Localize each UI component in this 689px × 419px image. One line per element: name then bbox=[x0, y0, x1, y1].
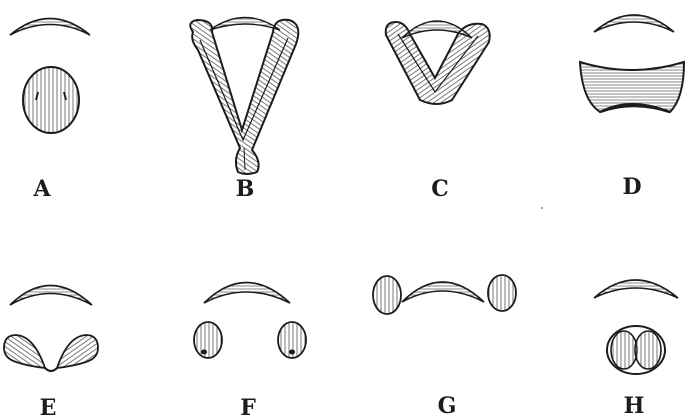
label-a: A bbox=[33, 178, 50, 200]
left-dot-g bbox=[373, 276, 401, 314]
panel-g bbox=[373, 275, 516, 314]
left-sac-e bbox=[4, 335, 45, 368]
label-e: E bbox=[40, 397, 57, 419]
panel-h bbox=[594, 280, 678, 374]
crescent-a bbox=[10, 19, 90, 36]
crescent-f bbox=[204, 283, 290, 304]
crescent-d bbox=[594, 15, 674, 32]
right-sac-e bbox=[57, 335, 98, 368]
v-shape-c bbox=[386, 22, 490, 104]
crescent-b bbox=[210, 18, 280, 31]
crescent-e bbox=[10, 286, 92, 306]
label-h: H bbox=[624, 395, 645, 417]
crescent-h bbox=[594, 280, 678, 298]
speck bbox=[541, 207, 543, 209]
crescent-g bbox=[402, 282, 484, 302]
panel-c bbox=[386, 21, 490, 104]
label-d: D bbox=[622, 176, 641, 198]
panel-b bbox=[190, 18, 298, 175]
oval-body-a bbox=[23, 67, 79, 133]
panel-d bbox=[580, 15, 684, 112]
panel-a bbox=[10, 19, 90, 134]
right-dot-g bbox=[488, 275, 516, 311]
boat-shape-d bbox=[580, 62, 684, 112]
label-f: F bbox=[240, 397, 256, 419]
label-g: G bbox=[438, 395, 457, 417]
label-b: B bbox=[236, 178, 255, 200]
label-c: C bbox=[431, 178, 449, 200]
panel-f bbox=[194, 283, 306, 359]
panel-e bbox=[4, 286, 98, 372]
left-dot-f bbox=[194, 322, 222, 358]
